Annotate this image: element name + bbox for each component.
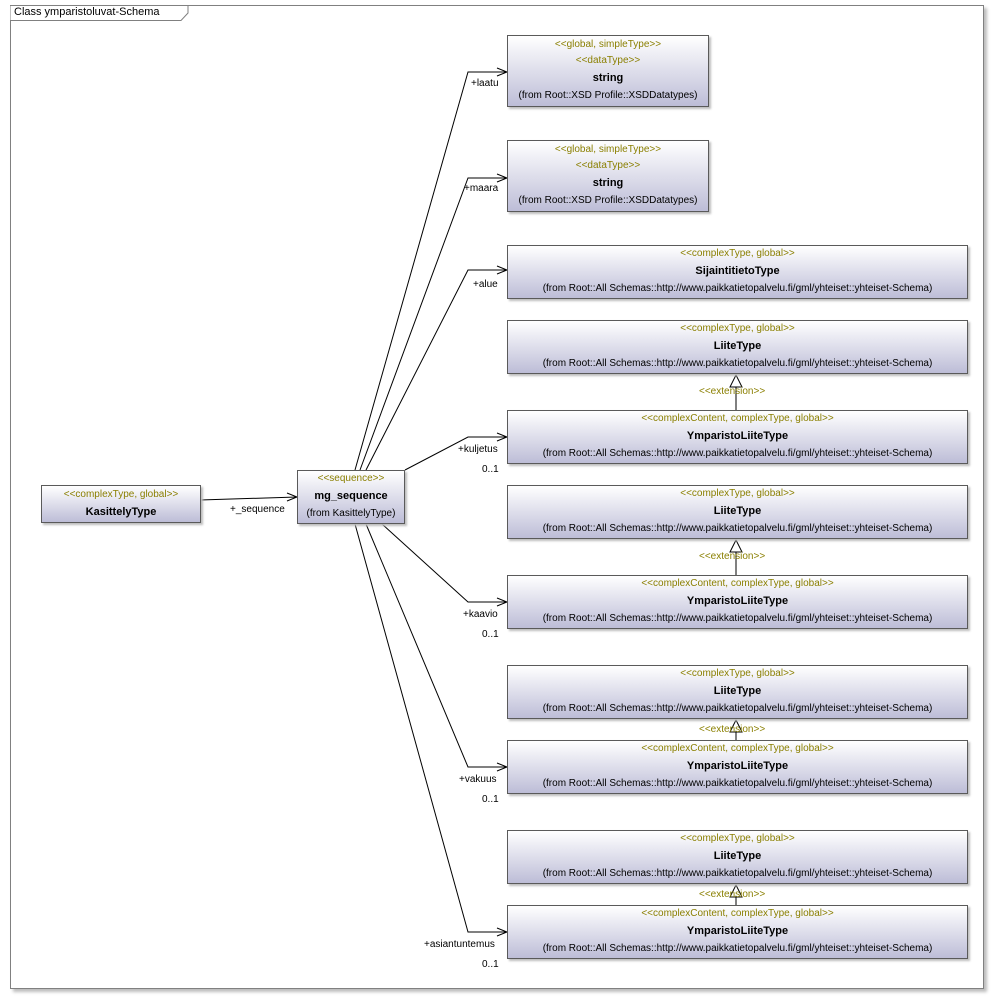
role-label-kaavio: +kaavio <box>463 609 498 620</box>
generalization-1 <box>729 373 743 410</box>
origin-text: (from Root::All Schemas::http://www.paik… <box>542 868 933 879</box>
class-name: YmparistoLiiteType <box>686 595 789 607</box>
frame-tab-shape <box>10 5 189 21</box>
extension-label-4: <<extension>> <box>699 889 766 900</box>
stereotype: <<complexType, global>> <box>680 488 795 499</box>
class-ymparistoliitetype-4[interactable]: <<complexContent, complexType, global>> … <box>507 905 968 959</box>
multiplicity-asiantuntemus: 0..1 <box>482 959 499 970</box>
class-liitetype-2[interactable]: <<complexType, global>> LiiteType (from … <box>507 485 968 539</box>
class-name: string <box>592 177 624 189</box>
role-label-kuljetus: +kuljetus <box>458 444 498 455</box>
origin-text: (from Root::All Schemas::http://www.paik… <box>542 283 933 294</box>
association-line-kaavio <box>381 523 509 607</box>
class-mg-sequence[interactable]: <<sequence>> mg_sequence (from Kasittely… <box>297 470 405 524</box>
role-label-vakuus: +vakuus <box>459 774 497 785</box>
origin-text: (from Root::All Schemas::http://www.paik… <box>542 703 933 714</box>
origin-text: (from KasittelyType) <box>306 508 396 519</box>
class-sijaintitietotype[interactable]: <<complexType, global>> SijaintitietoTyp… <box>507 245 968 299</box>
class-name: LiiteType <box>713 340 762 352</box>
multiplicity-kaavio: 0..1 <box>482 629 499 640</box>
association-line-sequence <box>199 496 298 501</box>
class-ymparistoliitetype-2[interactable]: <<complexContent, complexType, global>> … <box>507 575 968 629</box>
class-name: string <box>592 72 624 84</box>
class-kasittelytype[interactable]: <<complexType, global>> KasittelyType <box>41 485 201 523</box>
association-line-laatu <box>354 67 509 471</box>
class-name: LiiteType <box>713 850 762 862</box>
origin-text: (from Root::All Schemas::http://www.paik… <box>542 778 933 789</box>
association-line-asiantuntemus <box>354 523 509 937</box>
class-name: YmparistoLiiteType <box>686 430 789 442</box>
stereotype: <<sequence>> <box>317 473 385 484</box>
class-name: YmparistoLiiteType <box>686 760 789 772</box>
origin-text: (from Root::XSD Profile::XSDDatatypes) <box>518 195 698 206</box>
stereotype: <<complexType, global>> <box>680 323 795 334</box>
generalization-3 <box>729 718 743 740</box>
frame-title: Class ymparistoluvat-Schema <box>14 6 160 18</box>
extension-label-2: <<extension>> <box>699 551 766 562</box>
role-label-sequence: +_sequence <box>230 504 285 515</box>
extension-label-1: <<extension>> <box>699 386 766 397</box>
extension-label-3: <<extension>> <box>699 724 766 735</box>
stereotype: <<dataType>> <box>575 160 641 171</box>
stereotype: <<global, simpleType>> <box>554 144 662 155</box>
stereotype: <<complexContent, complexType, global>> <box>641 743 834 754</box>
generalization-4 <box>729 883 743 905</box>
class-name: YmparistoLiiteType <box>686 925 789 937</box>
origin-text: (from Root::All Schemas::http://www.paik… <box>542 613 933 624</box>
class-ymparistoliitetype-3[interactable]: <<complexContent, complexType, global>> … <box>507 740 968 794</box>
stereotype: <<complexType, global>> <box>63 489 179 500</box>
class-ymparistoliitetype-1[interactable]: <<complexContent, complexType, global>> … <box>507 410 968 464</box>
multiplicity-kuljetus: 0..1 <box>482 464 499 475</box>
stereotype: <<global, simpleType>> <box>554 39 662 50</box>
class-string-maara[interactable]: <<global, simpleType>> <<dataType>> stri… <box>507 140 709 212</box>
class-liitetype-4[interactable]: <<complexType, global>> LiiteType (from … <box>507 830 968 884</box>
role-label-laatu: +laatu <box>471 78 499 89</box>
association-line-vakuus <box>365 523 509 772</box>
association-line-maara <box>359 173 509 471</box>
association-line-alue <box>365 265 509 471</box>
class-liitetype-1[interactable]: <<complexType, global>> LiiteType (from … <box>507 320 968 374</box>
origin-text: (from Root::All Schemas::http://www.paik… <box>542 358 933 369</box>
origin-text: (from Root::All Schemas::http://www.paik… <box>542 523 933 534</box>
stereotype: <<complexType, global>> <box>680 248 795 259</box>
origin-text: (from Root::All Schemas::http://www.paik… <box>542 448 933 459</box>
class-name: LiiteType <box>713 505 762 517</box>
multiplicity-vakuus: 0..1 <box>482 794 499 805</box>
class-name: KasittelyType <box>85 506 157 518</box>
generalization-2 <box>729 538 743 575</box>
stereotype: <<complexType, global>> <box>680 668 795 679</box>
class-liitetype-3[interactable]: <<complexType, global>> LiiteType (from … <box>507 665 968 719</box>
class-string-laatu[interactable]: <<global, simpleType>> <<dataType>> stri… <box>507 35 709 107</box>
stereotype: <<complexType, global>> <box>680 833 795 844</box>
origin-text: (from Root::All Schemas::http://www.paik… <box>542 943 933 954</box>
class-name: SijaintitietoType <box>695 265 780 277</box>
role-label-asiantuntemus: +asiantuntemus <box>424 939 495 950</box>
stereotype: <<complexContent, complexType, global>> <box>641 578 834 589</box>
class-name: LiiteType <box>713 685 762 697</box>
stereotype: <<dataType>> <box>575 55 641 66</box>
role-label-alue: +alue <box>473 279 498 290</box>
role-label-maara: +maara <box>464 183 499 194</box>
stereotype: <<complexContent, complexType, global>> <box>641 413 834 424</box>
origin-text: (from Root::XSD Profile::XSDDatatypes) <box>518 90 698 101</box>
stereotype: <<complexContent, complexType, global>> <box>641 908 834 919</box>
class-name: mg_sequence <box>314 490 388 502</box>
